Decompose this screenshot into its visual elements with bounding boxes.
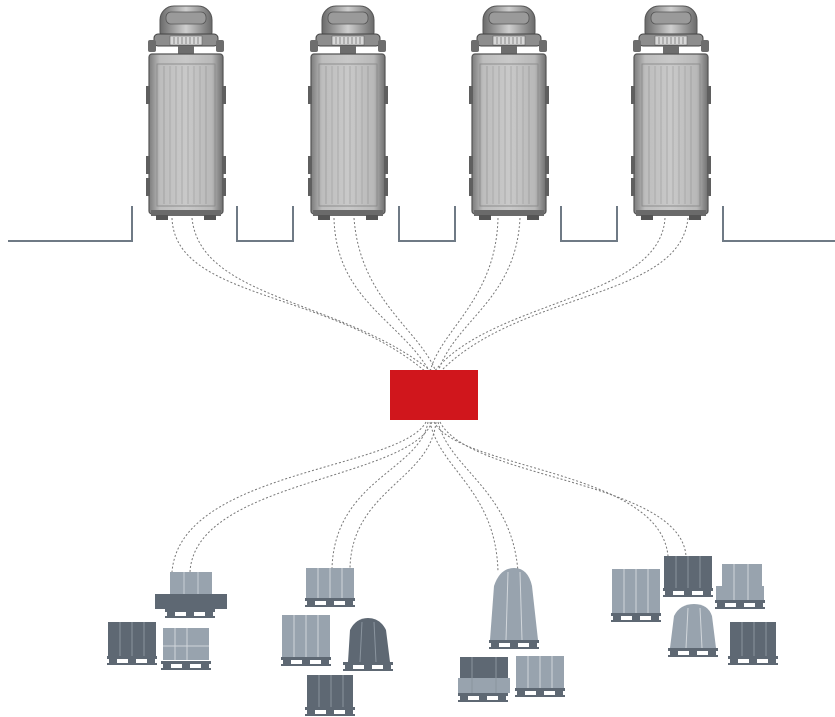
truck-3	[468, 5, 550, 221]
pallet-group-3	[458, 568, 565, 702]
pallet-group-1	[107, 572, 227, 670]
pallet-box	[305, 568, 355, 607]
pallet-box	[161, 628, 211, 670]
pallet-box	[611, 569, 661, 622]
wrapped-pallet	[343, 618, 393, 671]
distribution-hub	[390, 370, 478, 420]
wrapped-pallet	[489, 568, 539, 649]
outbound-connectors	[171, 421, 687, 573]
pallet-group-2	[281, 568, 393, 716]
pallet-stack	[155, 572, 227, 618]
pallet-box	[728, 622, 778, 665]
pallet-box	[663, 556, 713, 597]
pallet-box	[305, 675, 355, 716]
pallet-box	[107, 622, 157, 665]
pallet-group-4	[611, 556, 778, 665]
pallet-box	[515, 656, 565, 697]
pallet-box	[458, 657, 510, 702]
wrapped-pallet	[668, 604, 718, 657]
truck-1	[145, 5, 227, 221]
loading-dock-outline	[8, 206, 835, 242]
inbound-connectors	[171, 217, 689, 373]
truck-4	[630, 5, 712, 221]
pallet-stack	[715, 564, 765, 609]
pallet-box	[281, 615, 331, 666]
truck-2	[307, 5, 389, 221]
